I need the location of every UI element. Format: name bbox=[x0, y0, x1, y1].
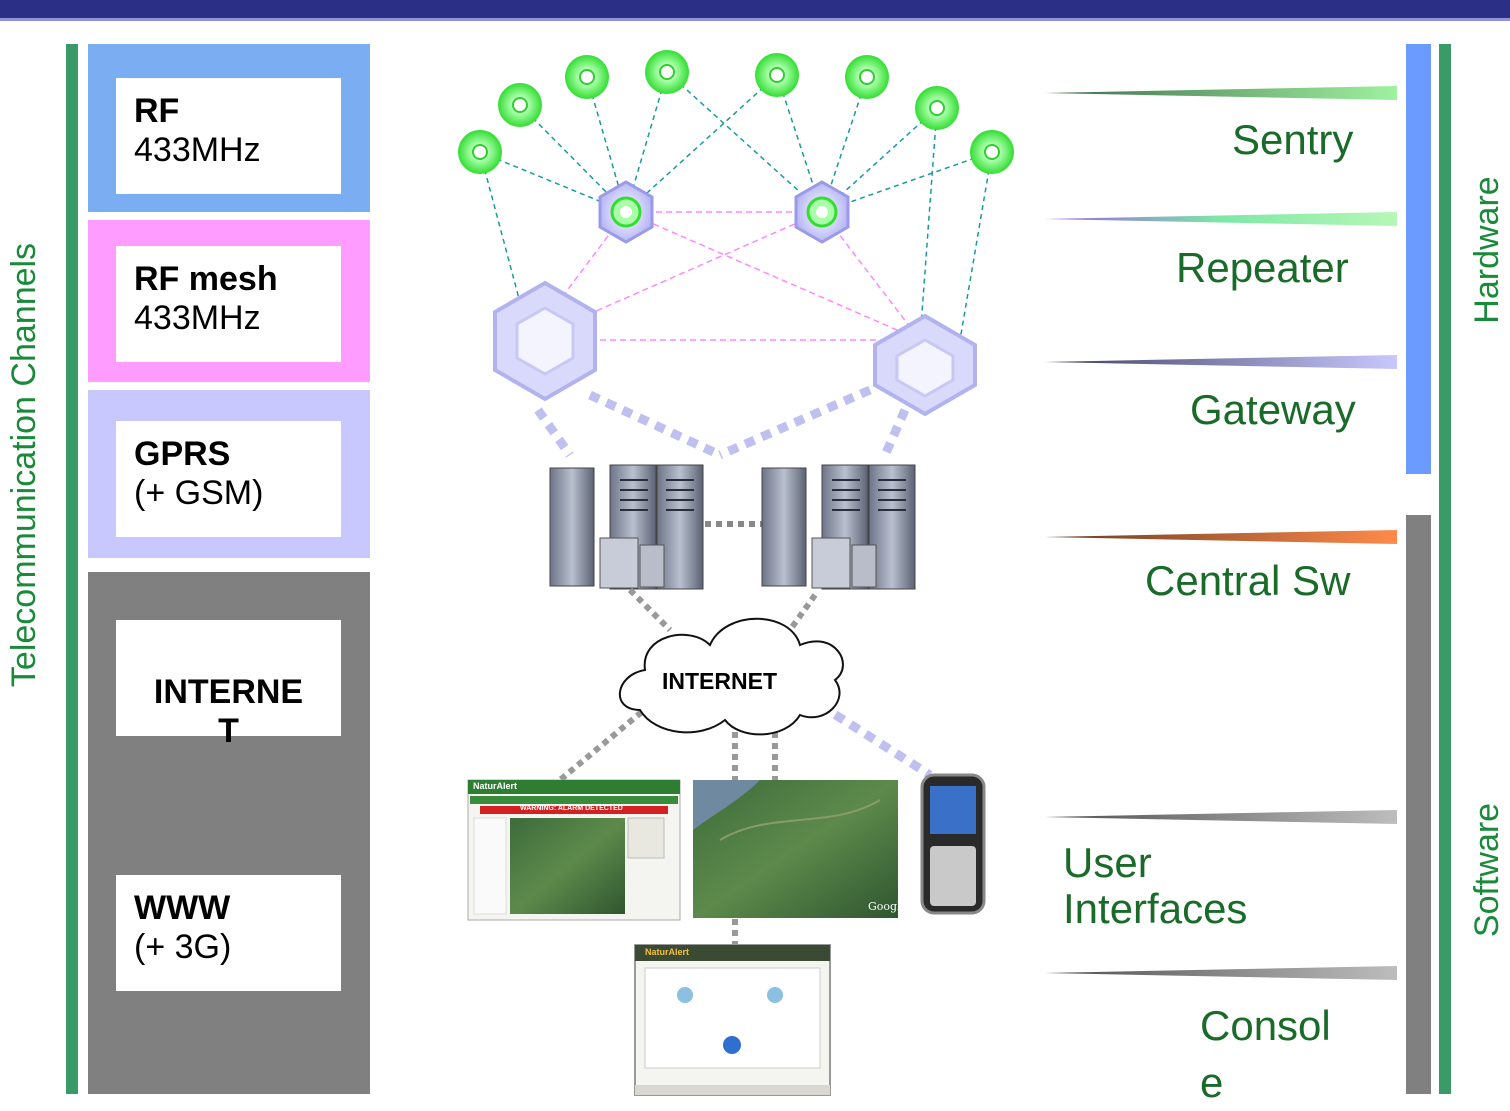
channel-box-www: WWW (+ 3G) bbox=[116, 875, 341, 991]
user-interfaces-arrow bbox=[1045, 810, 1397, 824]
server-icon bbox=[549, 464, 704, 590]
channel-box-gprs: GPRS (+ GSM) bbox=[116, 421, 341, 537]
sentry-node-icon bbox=[970, 130, 1014, 174]
gateway-node-icon bbox=[873, 313, 977, 417]
channel-title: RF mesh bbox=[134, 260, 278, 298]
right-axis-line bbox=[1439, 44, 1451, 1094]
hardware-bar bbox=[1406, 44, 1431, 474]
sentry-node-icon bbox=[845, 55, 889, 99]
component-label-sentry: Sentry bbox=[1232, 116, 1354, 163]
map-watermark: Google bbox=[868, 900, 908, 913]
satellite-map bbox=[693, 780, 898, 918]
channel-title: WWW bbox=[134, 889, 231, 927]
channel-subtitle: (+ 3G) bbox=[134, 928, 232, 967]
central-sw-arrow bbox=[1045, 530, 1397, 544]
gateway-node-icon bbox=[493, 280, 597, 402]
sentry-arrow bbox=[1045, 86, 1397, 100]
channel-subtitle: 433MHz bbox=[134, 131, 261, 170]
console-brand: NaturAlert bbox=[645, 947, 690, 957]
component-label-user-interfaces: User Interfaces bbox=[1063, 839, 1248, 933]
mobile-phone-icon bbox=[920, 773, 986, 915]
web-ui-screenshot bbox=[467, 779, 681, 921]
channel-title: RF bbox=[134, 92, 180, 130]
repeater-node-icon bbox=[794, 180, 850, 244]
software-label: Software bbox=[1468, 802, 1506, 938]
component-label-central-sw: Central Sw bbox=[1145, 557, 1351, 604]
channel-title: INTERNE T bbox=[153, 673, 304, 751]
channel-box-internet: INTERNE T bbox=[116, 620, 341, 750]
server-icon bbox=[761, 464, 916, 590]
sentry-node-icon bbox=[565, 55, 609, 99]
left-axis-label: Telecommunication Channels bbox=[5, 242, 43, 688]
channel-title: GPRS bbox=[134, 435, 231, 473]
channel-box-rf-mesh: RF mesh 433MHz bbox=[116, 246, 341, 362]
console-screenshot bbox=[634, 944, 831, 1096]
sentry-node-icon bbox=[458, 130, 502, 174]
component-label-gateway: Gateway bbox=[1190, 386, 1356, 433]
network-diagram bbox=[458, 50, 1014, 1096]
sentry-node-icon bbox=[645, 50, 689, 94]
web-ui-brand: NaturAlert bbox=[473, 781, 518, 791]
sentry-node-icon bbox=[755, 53, 799, 97]
header-bar bbox=[0, 0, 1510, 18]
gateway-arrow bbox=[1045, 355, 1397, 369]
software-bar bbox=[1406, 515, 1431, 1094]
alarm-banner: WARNING: ALARM DETECTED bbox=[520, 805, 623, 812]
repeater-arrow bbox=[1045, 212, 1397, 226]
repeater-node-icon bbox=[598, 180, 654, 244]
internet-cloud bbox=[619, 617, 844, 736]
left-axis-line bbox=[66, 44, 78, 1094]
channel-subtitle: (+ GSM) bbox=[134, 474, 264, 513]
sentry-node-icon bbox=[915, 86, 959, 130]
component-label-repeater: Repeater bbox=[1176, 244, 1349, 291]
console-arrow bbox=[1045, 966, 1397, 980]
hardware-label: Hardware bbox=[1468, 176, 1506, 324]
component-label-console: Consol e bbox=[1200, 1002, 1331, 1106]
cloud-label: INTERNET bbox=[662, 668, 777, 694]
channel-box-rf: RF 433MHz bbox=[116, 78, 341, 194]
channel-subtitle: 433MHz bbox=[134, 299, 261, 338]
header-highlight bbox=[0, 18, 1510, 21]
sentry-node-icon bbox=[498, 83, 542, 127]
cloud-to-phone-link bbox=[817, 701, 933, 779]
